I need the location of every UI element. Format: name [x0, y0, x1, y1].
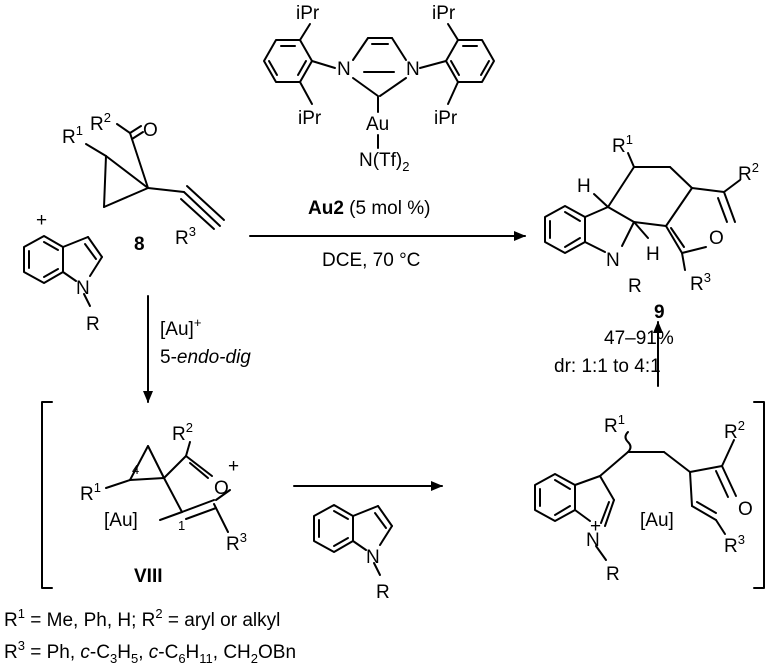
intermediate-right-r2: R2	[724, 418, 745, 443]
product-9-h-bottom: H	[646, 244, 660, 265]
reagent-8-r2: R2	[90, 110, 111, 135]
product-9-structure: R1 H H R2 O N R R3 9 47–91% dr: 1:1 to 4…	[544, 132, 759, 377]
reagent-8-oxygen: O	[143, 120, 158, 141]
catalyst-structure: iPr iPr iPr iPr N N Au N(Tf)2	[263, 3, 495, 174]
reagent-8-structure: R1 R2 O R3 8	[62, 110, 225, 255]
intermediate-right-nitrogen: N	[586, 530, 600, 551]
main-arrow-catalyst: Au2 (5 mol %)	[308, 198, 430, 219]
reagent-8-r1: R1	[62, 123, 83, 148]
intermediate-right-structure: R1 R2 O + N [Au] R R3	[534, 412, 753, 585]
product-9-dr: dr: 1:1 to 4:1	[554, 356, 661, 377]
catalyst-ipr-top-right: iPr	[432, 3, 456, 24]
bracket-right	[753, 401, 765, 589]
intermediate-viii-oxygen: O	[214, 478, 229, 499]
product-9-r2: R2	[738, 160, 759, 185]
intermediate-viii-r3: R3	[226, 530, 247, 555]
main-reaction-arrow: Au2 (5 mol %) DCE, 70 °C	[249, 198, 526, 271]
bracket-left	[41, 401, 53, 589]
indole-left-r: R	[86, 314, 100, 335]
catalyst-ipr-bottom-right: iPr	[434, 108, 458, 129]
product-9-r3: R3	[690, 270, 711, 295]
product-9-nitrogen: N	[606, 250, 620, 271]
intermediate-right-oxygen: O	[738, 499, 753, 520]
intermediate-viii-r1: R1	[80, 480, 101, 505]
intermediate-viii-au: [Au]	[104, 510, 138, 531]
intermediate-viii-charge: +	[228, 456, 239, 477]
intermediate-viii-label: VIII	[134, 566, 163, 587]
intermediate-right-r1: R1	[604, 412, 625, 437]
indole-mid-structure: N R	[313, 504, 393, 603]
intermediate-viii-r2: R2	[172, 420, 193, 445]
down-arrow: [Au]+ 5-endo-dig	[143, 295, 251, 403]
reagent-8-label: 8	[134, 234, 145, 255]
indole-mid-r: R	[376, 582, 390, 603]
intermediate-right-r: R	[606, 564, 620, 585]
catalyst-left-aryl	[263, 23, 336, 105]
intermediate-right-au: [Au]	[640, 510, 674, 531]
main-arrow-conditions: DCE, 70 °C	[322, 250, 420, 271]
intermediate-viii-structure: R2 O + 4 R1 [Au] 1 R3 VIII	[80, 420, 247, 587]
catalyst-imidazolylidene	[352, 37, 407, 149]
catalyst-ipr-top-left: iPr	[296, 3, 320, 24]
down-arrow-mode: 5-endo-dig	[160, 347, 251, 368]
catalyst-n-left: N	[337, 59, 351, 80]
product-9-oxygen: O	[709, 228, 724, 249]
down-arrow-reagent: [Au]+	[160, 315, 201, 340]
catalyst-ipr-bottom-left: iPr	[298, 108, 322, 129]
indole-left-nitrogen: N	[76, 278, 90, 299]
footnotes: R1 = Me, Ph, H; R2 = aryl or alkyl R3 = …	[4, 606, 296, 666]
intermediate-right-charge: +	[590, 516, 601, 537]
indole-mid-nitrogen: N	[366, 547, 380, 568]
product-9-h-top: H	[577, 176, 591, 197]
catalyst-right-aryl	[419, 23, 495, 105]
product-9-yield: 47–91%	[604, 328, 674, 349]
indole-left-structure: N R	[23, 235, 103, 335]
catalyst-metal: Au	[366, 114, 389, 135]
product-9-label: 9	[654, 302, 665, 323]
plus-sign: +	[36, 210, 47, 231]
catalyst-n-right: N	[406, 59, 420, 80]
intermediate-viii-locant-1: 1	[178, 518, 185, 533]
reagent-8-r3: R3	[175, 224, 196, 249]
footnote-line-1: R1 = Me, Ph, H; R2 = aryl or alkyl	[4, 606, 280, 631]
footnote-line-2: R3 = Ph, c-C3H5, c-C6H11, CH2OBn	[4, 638, 296, 666]
catalyst-ligand: N(Tf)2	[359, 150, 410, 174]
intermediate-right-r3: R3	[724, 532, 745, 557]
product-9-r: R	[628, 276, 642, 297]
product-9-r1: R1	[612, 132, 633, 157]
intermediate-viii-locant-4: 4	[132, 462, 139, 477]
